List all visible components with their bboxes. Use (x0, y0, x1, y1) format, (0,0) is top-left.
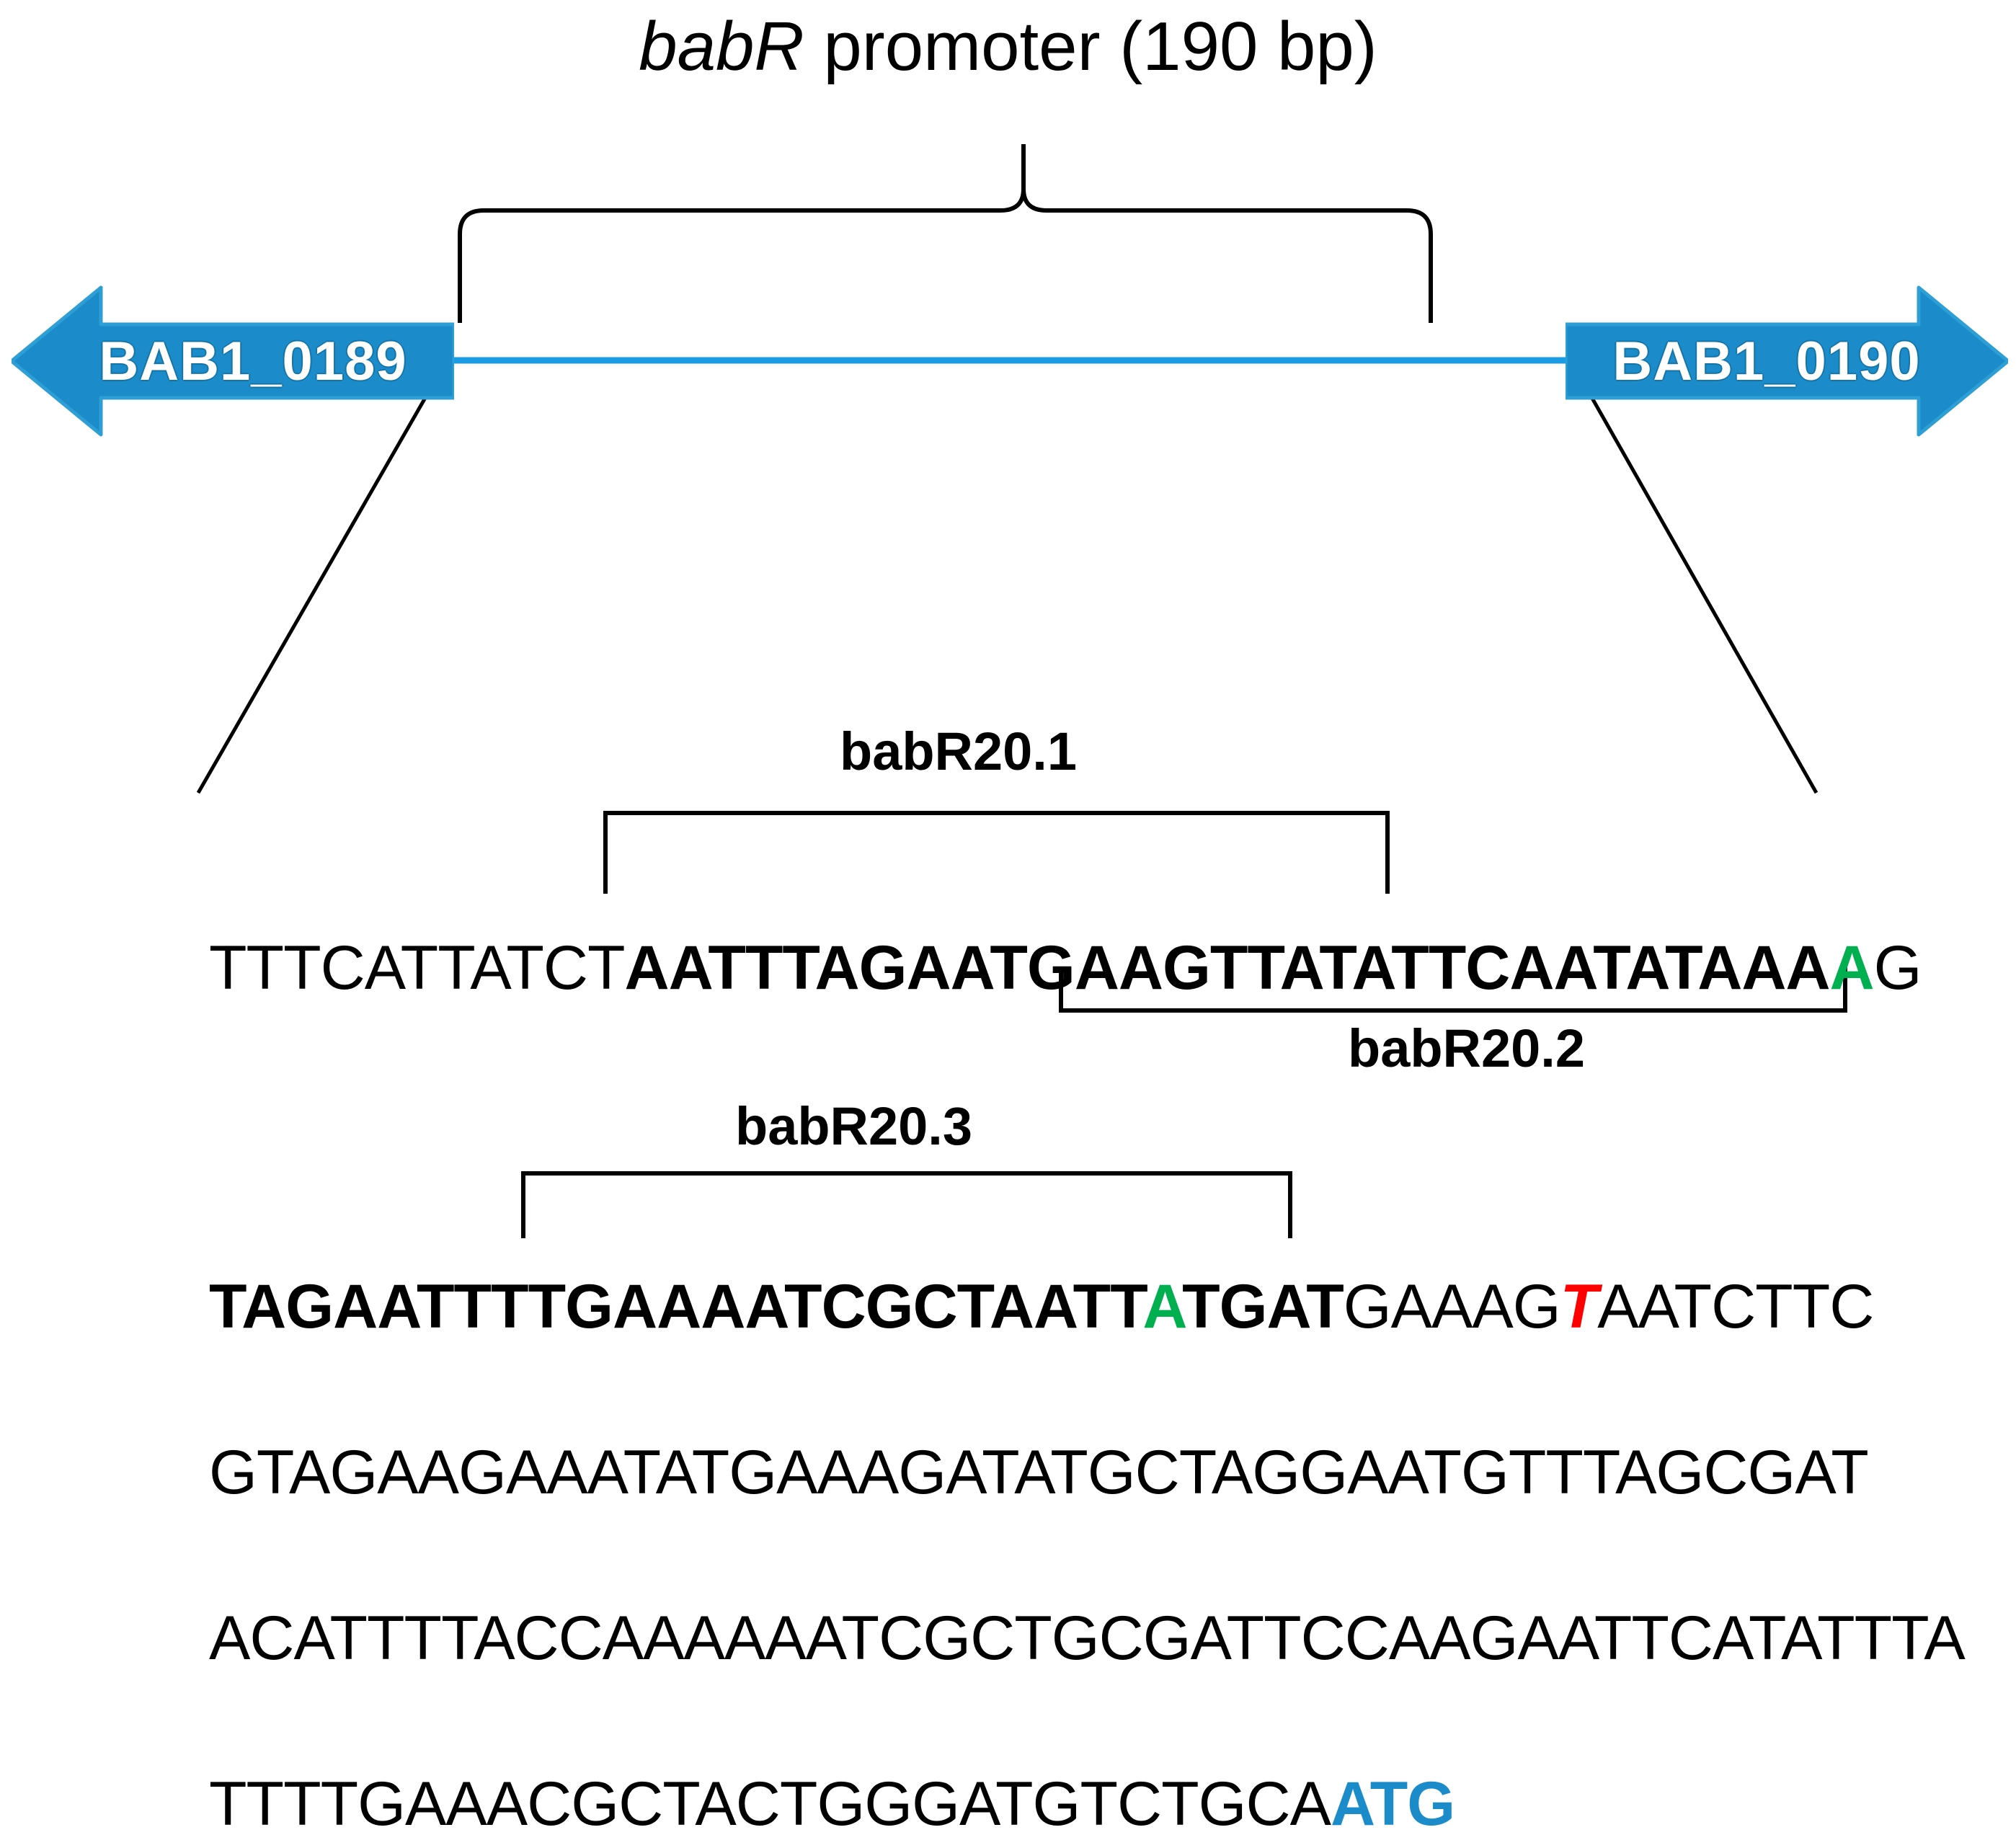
sequence-segment: ATG (1330, 1769, 1455, 1835)
sequence-segment: A (1829, 933, 1875, 1003)
right-pointing-arrow-icon (1566, 285, 2008, 437)
sequence-line-2: TAGAATTTTGAAAATCGCTAATTATGATGAAAGTAATCTT… (209, 1224, 1881, 1390)
sequence-segment: GAAAG (1343, 1272, 1561, 1341)
bracket-label-babr20-1: babR20.1 (840, 721, 1078, 781)
sequence-segment: A (1142, 1272, 1183, 1341)
sequence-line-1: TTTCATTATCTAATTTAGAATGAAGTTATATTCAATATAA… (209, 885, 1922, 1051)
sequence-segment: ACATTTTACCAAAAAATCGCTGCGATTCCAAGAATTCATA… (209, 1604, 1966, 1673)
left-pointing-arrow-icon (12, 285, 454, 437)
sequence-segment: TGAT (1182, 1272, 1344, 1341)
bracket-label-babr20-3: babR20.3 (735, 1096, 973, 1156)
promoter-title-rest: promoter (190 bp) (804, 8, 1377, 85)
sequence-segment: GTAGAAGAAATATGAAAGATATGCTAGGAATGTTTAGCGA… (209, 1438, 1869, 1507)
sequence-segment: TTTTGAAACGCTACTGGGATGTCTGCA (209, 1769, 1331, 1835)
page-title: babR promoter (190 bp) (0, 7, 2016, 86)
bracket-babr20-1 (603, 811, 1390, 894)
dna-sequence-block: TTTCATTATCTAATTTAGAATGAAGTTATATTCAATATAA… (209, 885, 1966, 1835)
sequence-line-4: ACATTTTACCAAAAAATCGCTGCGATTCCAAGAATTCATA… (209, 1555, 1966, 1721)
promoter-gene-name: babR (639, 8, 804, 85)
bracket-label-babr20-2: babR20.2 (1348, 1018, 1586, 1078)
sequence-segment: AATCTTC (1597, 1272, 1874, 1341)
sequence-segment: TAGAATTTTGAAAATCGCTAATT (209, 1272, 1143, 1341)
promoter-brace (458, 144, 1433, 323)
gene-arrow-bab1-0190[interactable]: BAB1_0190 (1566, 283, 2008, 440)
sequence-segment: TTTCATTATCT (209, 933, 626, 1003)
sequence-line-3: GTAGAAGAAATATGAAAGATATGCTAGGAATGTTTAGCGA… (209, 1390, 1881, 1555)
sequence-line-5: TTTTGAAACGCTACTGGGATGTCTGCAATG (209, 1721, 1881, 1835)
sequence-segment: AATTTAGAATGAAGTTATATTCAATATAAA (624, 933, 1831, 1003)
sequence-segment: G (1873, 933, 1922, 1003)
gene-arrow-bab1-0189[interactable]: BAB1_0189 (12, 283, 454, 440)
sequence-segment: T (1560, 1272, 1599, 1341)
gene-label-bab1-0189: BAB1_0189 (99, 330, 407, 392)
gene-label-bab1-0190: BAB1_0190 (1612, 330, 1921, 392)
